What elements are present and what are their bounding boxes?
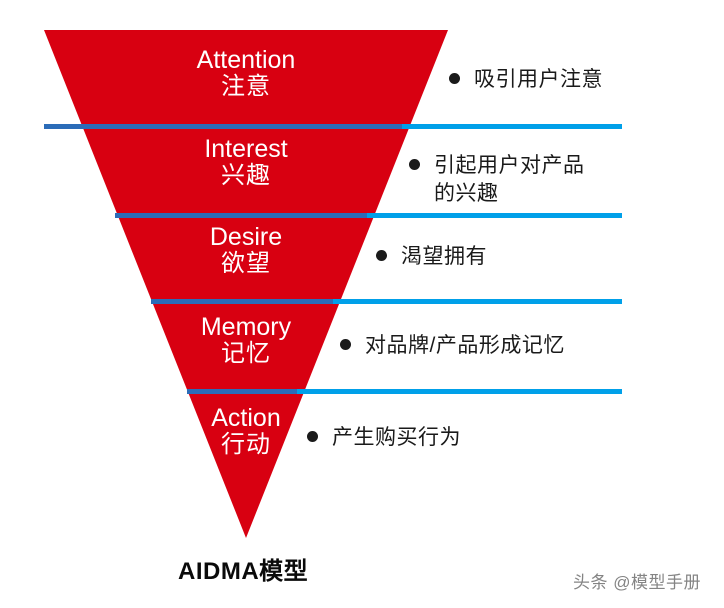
funnel-stage-interest: Interest 兴趣	[146, 136, 346, 189]
bullet-text-action: 产生购买行为	[332, 426, 461, 449]
stage-memory-cn: 记忆	[221, 340, 271, 367]
bullet-item-action: 产生购买行为	[307, 424, 461, 452]
stage-interest-cn: 兴趣	[221, 162, 271, 189]
bullet-item-desire: 渴望拥有	[376, 243, 487, 271]
bullet-item-interest: 引起用户对产品 的兴趣	[409, 152, 585, 207]
funnel-triangle	[44, 30, 448, 538]
stage-attention-cn: 注意	[221, 73, 271, 100]
stage-interest-en: Interest	[204, 135, 288, 163]
stage-desire-en: Desire	[209, 223, 283, 251]
funnel-stage-memory: Memory 记忆	[146, 314, 346, 367]
bullet-dot-icon	[376, 250, 387, 261]
stage-memory-en: Memory	[200, 313, 292, 341]
bullet-text-desire: 渴望拥有	[401, 245, 487, 268]
bullet-text-memory: 对品牌/产品形成记忆	[365, 334, 565, 357]
bullet-item-memory: 对品牌/产品形成记忆	[340, 332, 565, 360]
bullet-dot-icon	[409, 159, 420, 170]
stage-attention-en: Attention	[196, 46, 296, 74]
stage-desire-cn: 欲望	[221, 250, 271, 277]
bullet-text-attention: 吸引用户注意	[474, 68, 603, 91]
bullet-dot-icon	[449, 73, 460, 84]
bullet-text-interest: 引起用户对产品 的兴趣	[434, 154, 585, 205]
funnel-stage-desire: Desire 欲望	[146, 224, 346, 277]
funnel-stage-attention: Attention 注意	[146, 47, 346, 100]
bullet-item-attention: 吸引用户注意	[449, 66, 603, 94]
watermark-label: 头条 @模型手册	[573, 573, 701, 592]
diagram-caption: AIDMA模型	[178, 558, 309, 585]
bullet-dot-icon	[340, 339, 351, 350]
bullet-dot-icon	[307, 431, 318, 442]
